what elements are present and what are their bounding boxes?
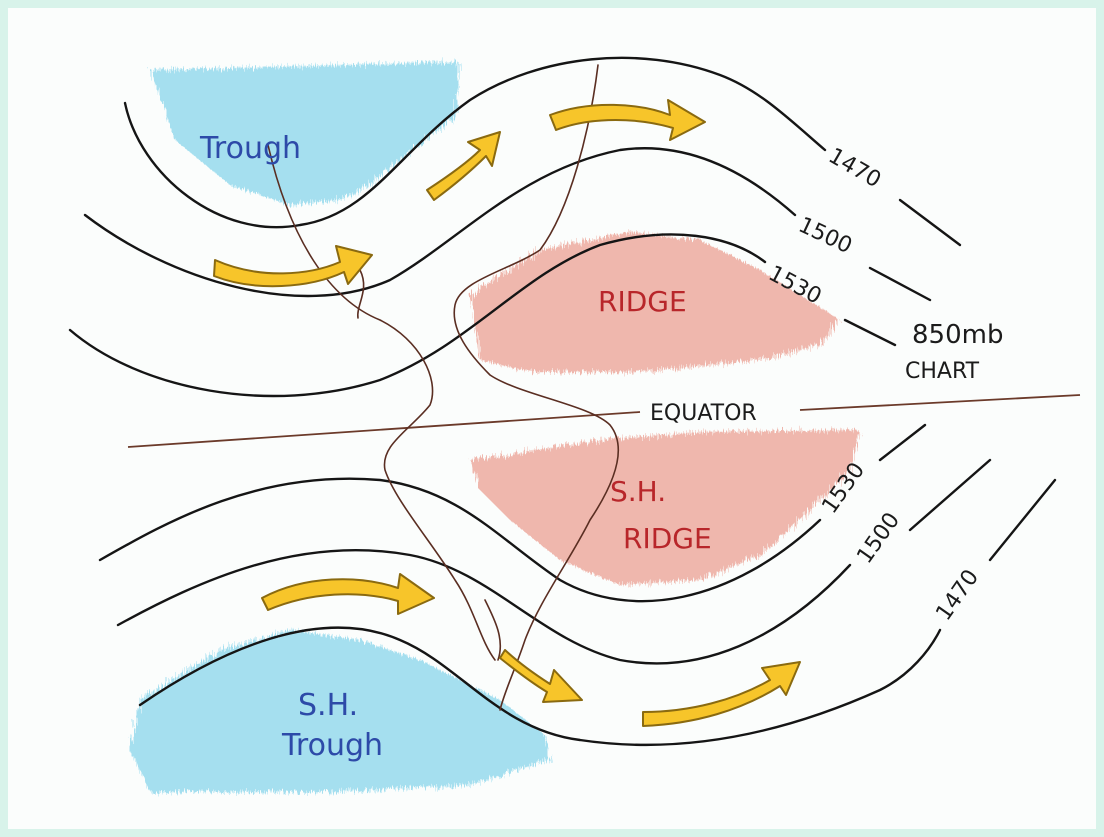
sh-trough-shading [130, 630, 550, 792]
wind-arrow-2 [426, 131, 501, 201]
trough-label: Trough [199, 131, 301, 166]
contour-label-1500-south: 1500 [852, 508, 905, 568]
sh-trough-label-line2: Trough [281, 728, 383, 763]
ridge-shading [470, 232, 840, 372]
contour-1470-south-tail [988, 478, 1057, 562]
wind-arrow-3 [549, 99, 706, 141]
wind-arrow-6 [642, 661, 801, 727]
trajectory-line-east [453, 64, 620, 711]
contour-1530-south [98, 477, 822, 603]
wind-arrow-5 [499, 649, 583, 703]
contour-1500-south-tail [908, 458, 992, 532]
ridge-label: RIDGE [598, 285, 687, 318]
wind-arrows [213, 99, 801, 727]
trough-shading [150, 62, 460, 205]
trajectory-line-mid [357, 269, 365, 319]
wind-arrow-4 [261, 573, 435, 615]
contour-1530-south-tail [878, 423, 927, 462]
trajectory-line-west [267, 144, 496, 661]
equator-label: EQUATOR [650, 401, 757, 426]
chart-label-line2: CHART [905, 359, 980, 384]
sh-trough-label-line1: S.H. [298, 688, 358, 723]
contour-lines [68, 56, 1057, 747]
contour-1470-north-tail [898, 198, 962, 247]
contour-label-1470-south: 1470 [931, 565, 984, 625]
wind-arrow-1 [213, 245, 373, 288]
sh-ridge-label-line2: RIDGE [623, 522, 712, 555]
contour-1500-north-tail [868, 266, 932, 302]
contour-label-1500-north: 1500 [794, 213, 855, 259]
contour-1500-south [116, 548, 852, 665]
contour-label-1470-north: 1470 [824, 144, 885, 194]
contour-1470-north [123, 56, 827, 229]
sh-ridge-label-line1: S.H. [610, 475, 666, 508]
sh-ridge-shading [470, 430, 860, 585]
chart-label-line1: 850mb [912, 320, 1003, 350]
trajectory-line-lower [484, 599, 502, 661]
trajectory-lines [267, 64, 620, 711]
contour-1470-south [138, 626, 942, 747]
contour-1530-north [68, 233, 767, 398]
contour-1500-north [83, 147, 797, 298]
contour-1530-north-tail [843, 318, 897, 347]
equator-line [127, 394, 1081, 448]
